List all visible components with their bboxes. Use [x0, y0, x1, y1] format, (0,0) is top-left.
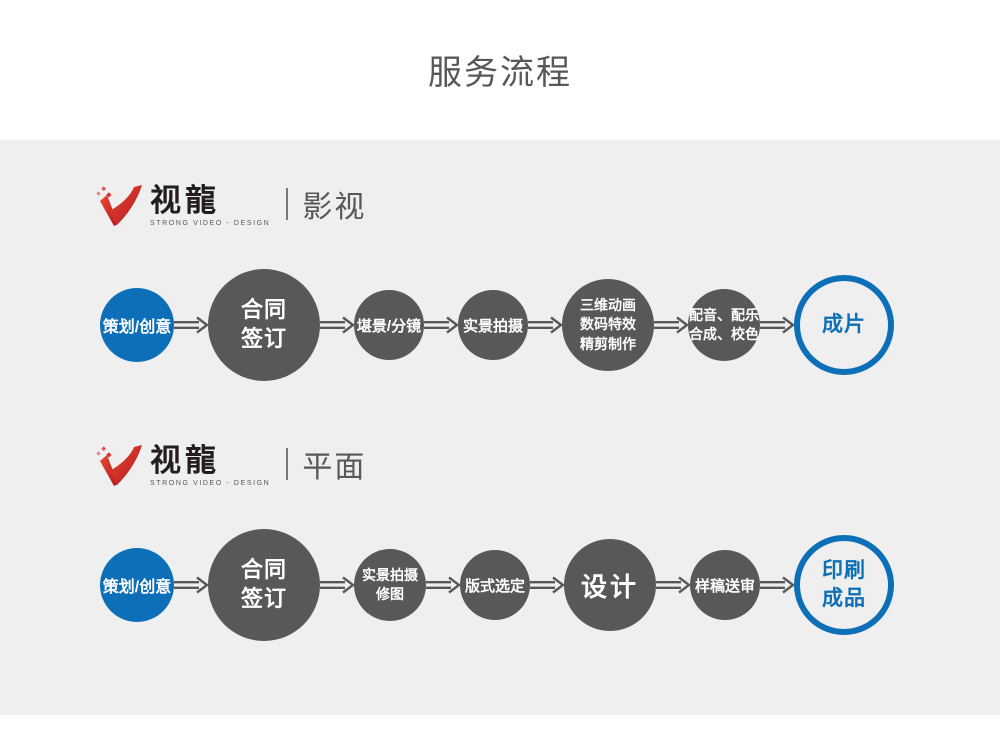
step-circle: 合同签订: [208, 269, 320, 381]
step-line: 策划/创意: [102, 579, 172, 596]
step-line: 实景拍摄: [462, 317, 523, 335]
step-circle: 版式选定: [460, 550, 530, 620]
step-line: 合成、校色: [689, 326, 759, 342]
flow-arrow-icon: [174, 316, 208, 334]
flow-arrow-icon: [424, 316, 458, 334]
logo-divider: [286, 188, 289, 220]
step-line: 合同: [240, 557, 287, 583]
step-circle: 成片: [794, 275, 894, 375]
brand-name: 视龍: [150, 182, 220, 219]
step-circle: 实景拍摄: [458, 290, 528, 360]
section-label-print: 平面: [302, 451, 367, 484]
step-line: 成片: [822, 312, 866, 336]
step-line: 样稿送审: [694, 577, 755, 595]
step-line: 设计: [580, 571, 639, 602]
brand-tagline: STRONG VIDEO - DESIGN: [150, 479, 271, 487]
brand-logo-film: 视龍 STRONG VIDEO - DESIGN 影视: [96, 180, 366, 232]
brand-logotype: 视龍 STRONG VIDEO - DESIGN: [150, 182, 271, 227]
steps-row-print: 策划/创意合同签订实景拍摄修图版式选定设计样稿送审印刷成品: [100, 529, 894, 641]
brand-mark-icon: [96, 445, 142, 486]
step-line: 配音、配乐: [689, 307, 759, 324]
brand-name: 视龍: [150, 442, 220, 479]
flow-arrow-icon: [174, 576, 208, 594]
page-title: 服务流程: [428, 53, 572, 92]
step-line: 三维动画: [580, 296, 636, 313]
steps-row-film: 策划/创意合同签订堪景/分镜实景拍摄三维动画数码特效精剪制作配音、配乐合成、校色…: [100, 269, 894, 381]
step-circle: 配音、配乐合成、校色: [688, 289, 760, 361]
step-circle: 实景拍摄修图: [354, 549, 426, 621]
logo-divider: [286, 448, 289, 480]
step-line: 合同: [240, 297, 287, 323]
step-line: 版式选定: [464, 577, 525, 595]
step-circle: 三维动画数码特效精剪制作: [562, 279, 654, 371]
flow-arrow-icon: [320, 316, 354, 334]
step-line: 实景拍摄: [362, 567, 418, 584]
flow-arrow-icon: [426, 576, 460, 594]
brand-logotype: 视龍 STRONG VIDEO - DESIGN: [150, 442, 271, 487]
brand-logo-print: 视龍 STRONG VIDEO - DESIGN 平面: [96, 440, 366, 492]
brand-mark-icon: [96, 185, 142, 226]
step-circle: 样稿送审: [690, 550, 760, 620]
step-line: 精剪制作: [580, 335, 636, 352]
flow-arrow-icon: [656, 576, 690, 594]
flow-arrow-icon: [654, 316, 688, 334]
step-circle: 印刷成品: [794, 535, 894, 635]
step-circle: 设计: [564, 539, 656, 631]
step-line: 成品: [822, 587, 866, 610]
step-line: 修图: [376, 586, 404, 602]
section-label-film: 影视: [302, 191, 367, 224]
step-line: 签订: [240, 326, 287, 351]
step-line: 数码特效: [580, 316, 636, 333]
flow-arrow-icon: [760, 316, 794, 334]
step-line: 印刷: [822, 558, 866, 582]
flow-arrow-icon: [760, 576, 794, 594]
flow-arrow-icon: [530, 576, 564, 594]
step-line: 堪景/分镜: [356, 317, 422, 335]
flow-arrow-icon: [320, 576, 354, 594]
step-circle: 合同签订: [208, 529, 320, 641]
flow-arrow-icon: [528, 316, 562, 334]
step-line: 策划/创意: [102, 319, 172, 336]
brand-tagline: STRONG VIDEO - DESIGN: [150, 219, 271, 227]
step-line: 签订: [240, 586, 287, 611]
step-circle: 堪景/分镜: [354, 290, 424, 360]
step-circle: 策划/创意: [100, 288, 174, 362]
content-band: 视龍 STRONG VIDEO - DESIGN 影视 策划/创意合同签订堪景/…: [0, 140, 1000, 715]
step-circle: 策划/创意: [100, 548, 174, 622]
